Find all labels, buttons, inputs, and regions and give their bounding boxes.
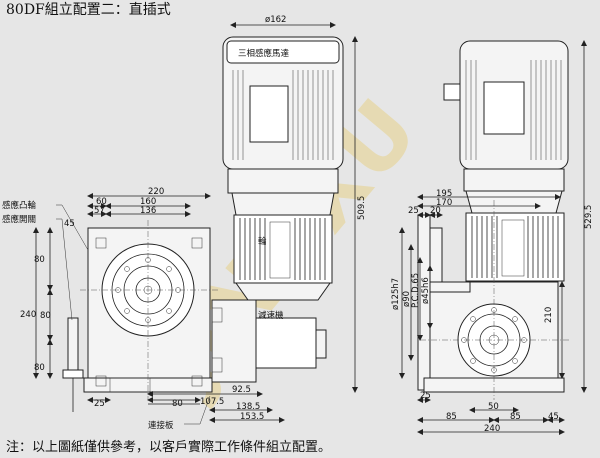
- dim-20: 20: [430, 206, 441, 216]
- right-view: 529.5 195 170 25 20 ø125h7 ø90 P.C.D.65 …: [391, 40, 594, 435]
- dim-80-mid: 80: [40, 311, 51, 321]
- dim-92-5: 92.5: [232, 385, 251, 395]
- motor-side: [443, 40, 569, 214]
- dim-d125h7: ø125h7: [391, 278, 401, 310]
- page-title: 80DF組立配置二：直插式: [6, 1, 171, 18]
- dim-motor-dia: ø162: [265, 15, 286, 25]
- left-view: 三相感應馬達: [2, 15, 367, 431]
- right-dimensions: 529.5 195 170 25 20 ø125h7 ø90 P.C.D.65 …: [391, 40, 594, 435]
- indexer-front: [80, 220, 218, 400]
- footer-note: 注：以上圖紙僅供參考，以客戶實際工作條件組立配置。: [6, 439, 331, 455]
- dim-160: 160: [140, 197, 156, 207]
- dim-240-left: 240: [20, 310, 36, 320]
- coupling-side: [465, 212, 565, 282]
- dim-d45h6: ø45h6: [421, 277, 431, 304]
- motor-label: 三相感應馬達: [238, 48, 290, 59]
- dim-170: 170: [436, 198, 452, 208]
- connector-plate-label: 連接板: [148, 420, 174, 431]
- reducer-front: 減速機: [211, 299, 327, 383]
- dim-45-left: 45: [64, 219, 75, 229]
- dim-136: 136: [140, 206, 156, 216]
- dim-57: 57: [94, 206, 105, 216]
- reducer-label: 減速機: [258, 310, 284, 321]
- dim-25-left: 25: [94, 399, 105, 409]
- dim-d90: ø90: [402, 291, 412, 307]
- shaft-label-partial: 輪: [258, 236, 267, 247]
- dim-107-5: 107.5: [200, 397, 224, 407]
- sensor-cam-label: 感應凸輪: [2, 200, 37, 211]
- dim-60: 60: [96, 197, 107, 207]
- dim-529-5: 529.5: [584, 205, 594, 229]
- dim-220: 220: [148, 187, 164, 197]
- indexer-side: [417, 200, 570, 400]
- dim-25-right-top: 25: [408, 206, 419, 216]
- sensor-switch-label: 感應開關: [2, 214, 36, 225]
- dim-509-5: 509.5: [357, 196, 367, 220]
- dim-85-right: 85: [510, 412, 521, 422]
- dim-25-right-bot: 25: [420, 391, 431, 401]
- dim-195: 195: [436, 189, 452, 199]
- dim-138-5: 138.5: [236, 402, 260, 412]
- coupling-front: 輪: [233, 214, 333, 301]
- dim-80-top: 80: [34, 255, 45, 265]
- sensor-assembly: 感應凸輪 感應開關: [2, 200, 89, 412]
- dim-50: 50: [488, 402, 499, 412]
- dim-45-right: 45: [548, 412, 559, 422]
- dim-153-5: 153.5: [240, 412, 264, 422]
- dim-210: 210: [544, 307, 554, 323]
- left-dimensions: ø162 220 60 160 57 136 45 80 240 80 80 5…: [20, 15, 367, 431]
- dim-85-left: 85: [446, 412, 457, 422]
- dim-240-right: 240: [484, 424, 500, 434]
- motor-front: 三相感應馬達: [222, 36, 344, 216]
- dim-80-bot: 80: [34, 363, 45, 373]
- dim-pcd65: P.C.D.65: [411, 273, 421, 308]
